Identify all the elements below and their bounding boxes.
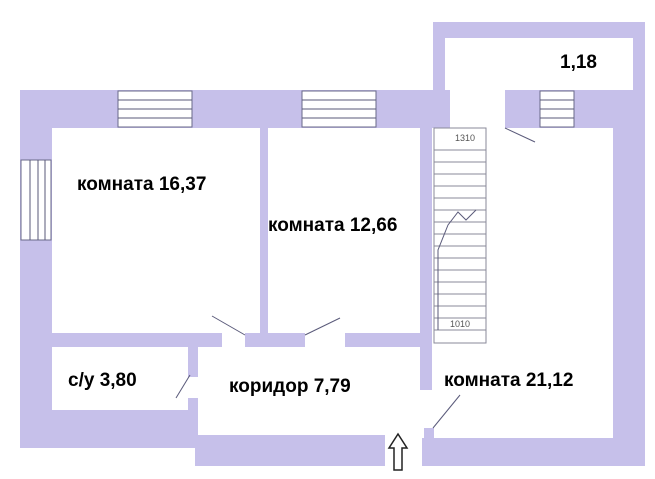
label-corridor: коридор 7,79 [229,376,351,397]
label-room-3: комната 21,12 [444,370,573,391]
wall-bottom-left [20,410,195,448]
stair-top-mark: 1310 [455,133,475,143]
stair-bottom-mark: 1010 [450,319,470,329]
window-room-1-left [20,159,52,241]
window-balcony-door [539,90,575,128]
wall-mid-horizontal-right [245,333,305,347]
label-room-2: комната 12,66 [268,215,397,236]
wall-mid-horizontal-far [345,333,430,347]
doors [175,127,536,429]
door-room-1 [211,315,246,336]
label-balcony: 1,18 [560,52,597,73]
stair-direction-line [437,209,477,330]
up-arrow-icon [387,432,409,471]
wall-balcony-top [433,22,645,38]
wall-stair-left-low [424,428,434,438]
door-bathroom [175,374,191,399]
wall-top-left [20,90,440,128]
window-room-2-top [301,90,377,128]
door-room-3 [432,394,461,429]
wall-balcony-right [633,22,645,92]
wall-bathroom-right [188,347,198,377]
wall-stair-left [420,128,432,390]
door-balcony [504,127,536,143]
wall-left [20,90,52,448]
windows [20,90,575,241]
wall-right [613,90,645,466]
label-room-1: комната 16,37 [77,174,206,195]
wall-balcony-left [433,22,445,92]
wall-bathroom-right-low [188,398,198,448]
wall-corridor-bottom [195,435,385,466]
label-bathroom: с/у 3,80 [68,370,137,391]
walls [20,22,645,466]
door-room-2 [304,317,341,336]
wall-partition-1 [260,128,268,333]
window-room-1-top [117,90,193,128]
staircase: 1310 1010 [433,127,487,344]
wall-top-stair [430,90,450,128]
wall-mid-horizontal [52,333,222,347]
wall-bottom-right [422,438,645,466]
stair-steps [434,149,486,331]
